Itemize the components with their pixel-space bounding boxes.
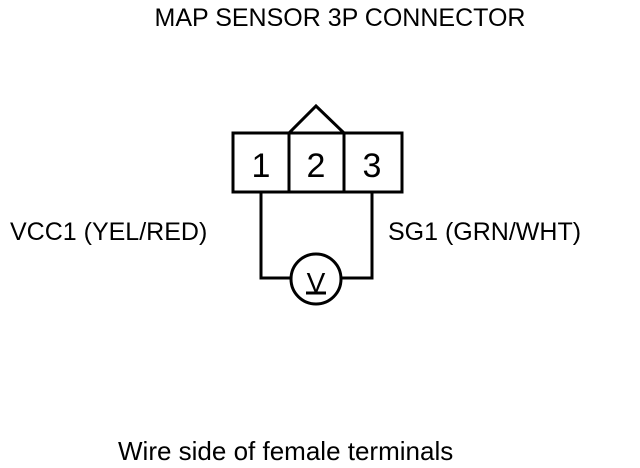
- test-lead-left: [259, 192, 291, 280]
- pin-number-2: 2: [307, 147, 326, 185]
- voltmeter-symbol: V: [307, 267, 326, 298]
- connector-housing: [231, 131, 404, 194]
- wire-label-vcc1: VCC1 (YEL/RED): [10, 218, 208, 246]
- wire-label-sg1: SG1 (GRN/WHT): [388, 218, 582, 246]
- pin-number-1: 1: [252, 147, 271, 185]
- test-lead-right: [342, 192, 374, 280]
- pin-number-3: 3: [363, 147, 382, 185]
- voltmeter-icon: [289, 252, 343, 306]
- diagram-caption: Wire side of female terminals: [118, 436, 454, 466]
- diagram-title: MAP SENSOR 3P CONNECTOR: [154, 4, 526, 32]
- locking-tab: [287, 103, 346, 135]
